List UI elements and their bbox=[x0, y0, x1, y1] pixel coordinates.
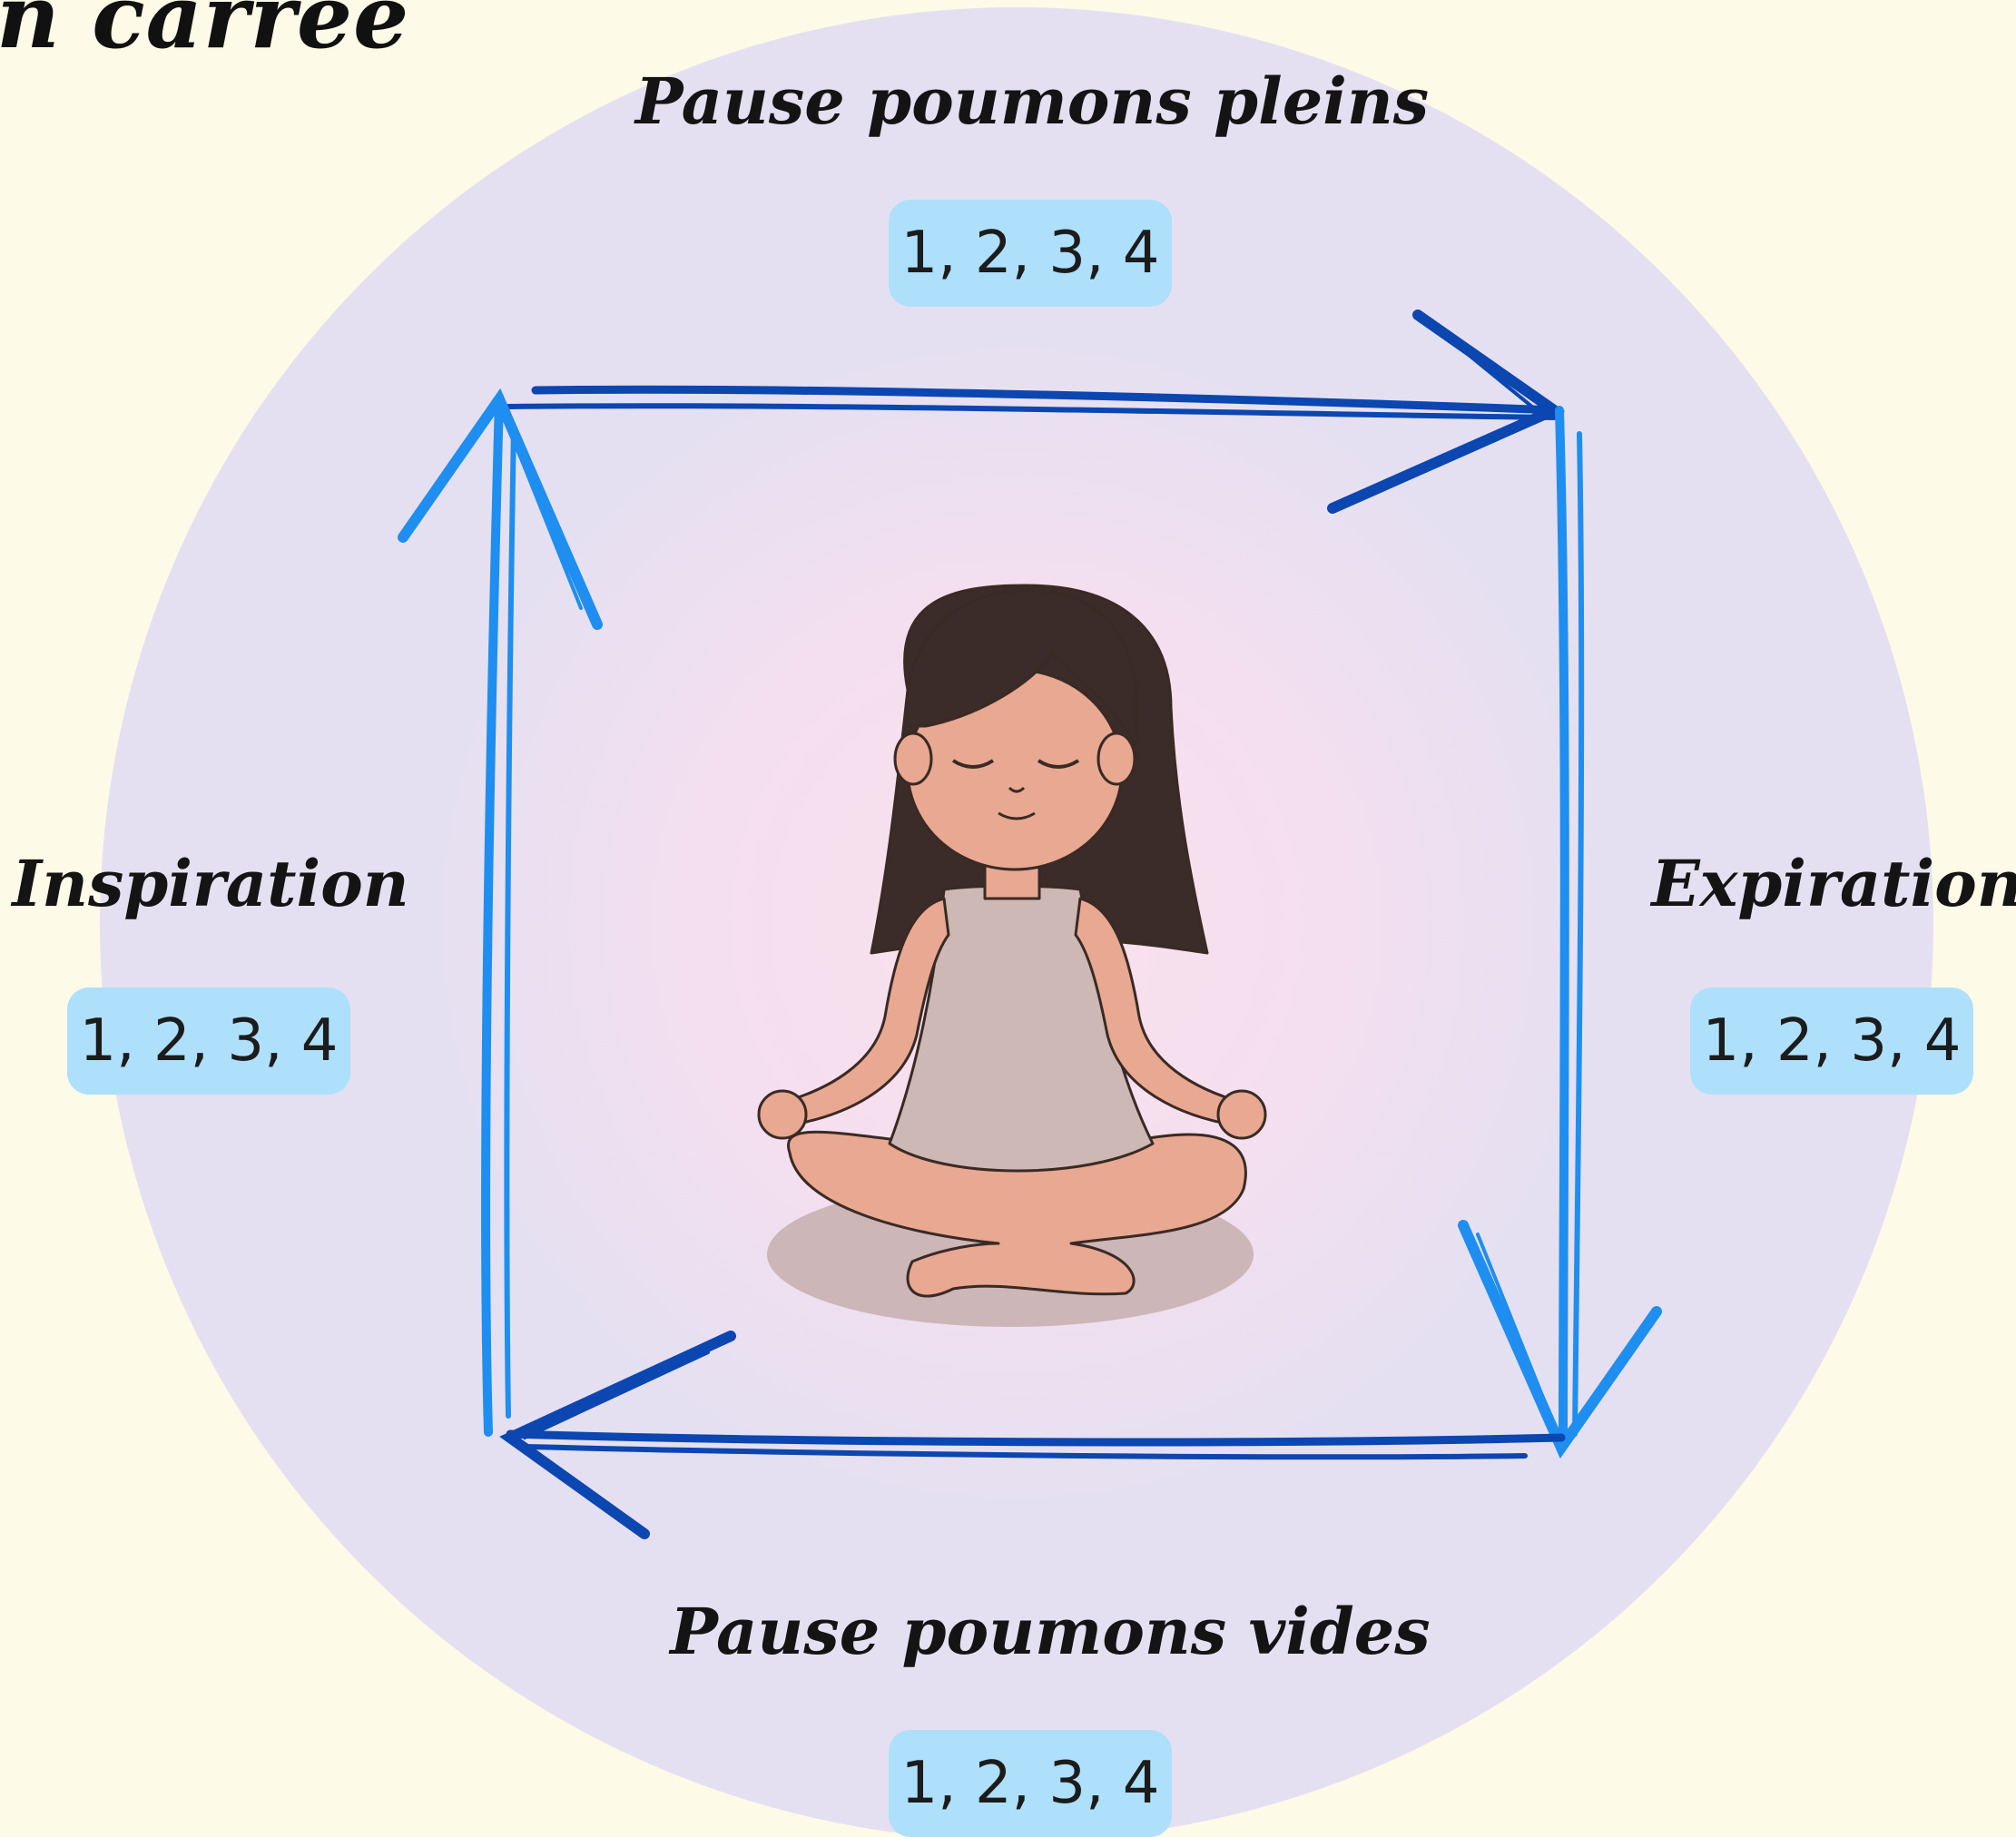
count-badge-left: 1, 2, 3, 4 bbox=[67, 987, 350, 1095]
step-label-top: Pause poumons pleins bbox=[634, 64, 1430, 139]
arrow-top bbox=[506, 309, 1566, 514]
count-badge-bottom: 1, 2, 3, 4 bbox=[889, 1730, 1172, 1837]
left-hand bbox=[757, 1089, 808, 1140]
step-label-bottom: Pause poumons vides bbox=[670, 1594, 1431, 1669]
step-label-right: Expiration bbox=[1651, 846, 2016, 921]
girl-meditating-illustration bbox=[757, 584, 1267, 1327]
right-ear bbox=[1097, 732, 1136, 786]
mouth bbox=[998, 811, 1036, 820]
right-eye bbox=[1037, 759, 1080, 769]
count-badge-right: 1, 2, 3, 4 bbox=[1690, 987, 1973, 1095]
left-eye bbox=[951, 759, 995, 769]
right-hand bbox=[1216, 1089, 1267, 1140]
step-label-left: Inspiration bbox=[12, 846, 409, 921]
left-ear bbox=[893, 732, 933, 786]
arrow-bottom bbox=[499, 1331, 1566, 1539]
page-title-fragment: n carrée bbox=[0, 0, 410, 68]
hair-fringe bbox=[905, 588, 1138, 746]
arrow-right bbox=[1458, 406, 1662, 1459]
nose bbox=[1008, 786, 1026, 793]
arrow-left bbox=[398, 388, 603, 1437]
count-badge-top: 1, 2, 3, 4 bbox=[889, 200, 1172, 307]
